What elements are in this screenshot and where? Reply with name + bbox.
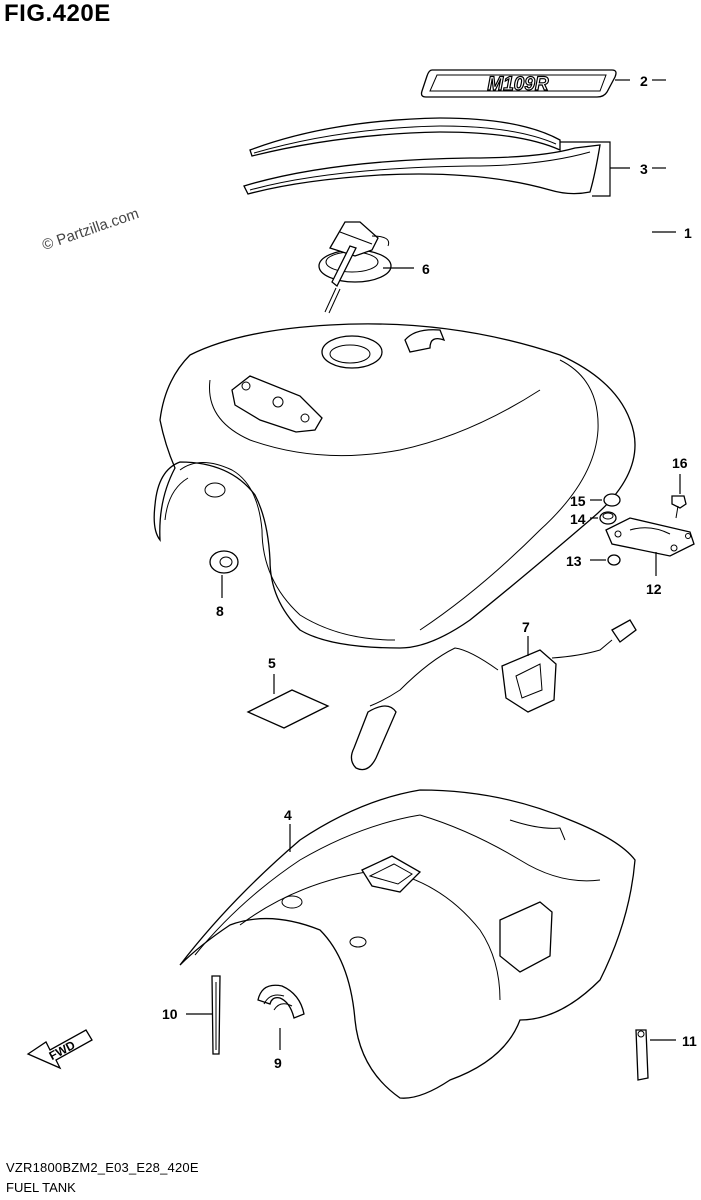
part-strap[interactable]: [635, 1029, 649, 1081]
callout-1[interactable]: 1: [684, 225, 692, 241]
fwd-arrow: FWD: [26, 1029, 93, 1070]
part-label-5[interactable]: [246, 689, 330, 729]
part-insulator[interactable]: [179, 789, 636, 1099]
part-screw-13[interactable]: [607, 554, 621, 566]
callout-2[interactable]: 2: [640, 73, 648, 89]
callout-15[interactable]: 15: [570, 493, 586, 509]
figure-title: FIG.420E: [4, 0, 111, 27]
callout-4[interactable]: 4: [284, 807, 292, 823]
part-stripes[interactable]: [243, 117, 601, 195]
callout-5[interactable]: 5: [268, 655, 276, 671]
callout-11[interactable]: 11: [682, 1033, 697, 1049]
part-fuel-gauge[interactable]: [350, 619, 637, 771]
callout-16[interactable]: 16: [672, 455, 688, 471]
emblem-text: M109R: [487, 74, 549, 95]
callout-10[interactable]: 10: [162, 1006, 178, 1022]
callout-13[interactable]: 13: [566, 553, 582, 569]
callout-7[interactable]: 7: [522, 619, 530, 635]
callout-9[interactable]: 9: [274, 1055, 282, 1071]
part-fuel-cap[interactable]: [318, 221, 392, 314]
part-spacer-14[interactable]: [599, 511, 617, 525]
part-clamp[interactable]: [257, 984, 305, 1019]
part-bolt-16[interactable]: [671, 495, 687, 519]
callout-8[interactable]: 8: [216, 603, 224, 619]
callout-6[interactable]: 6: [422, 261, 430, 277]
part-fuel-tank[interactable]: [153, 323, 636, 649]
part-plate-12[interactable]: [605, 517, 695, 557]
model-code: VZR1800BZM2_E03_E28_420E: [6, 1160, 199, 1175]
callout-14[interactable]: 14: [570, 511, 586, 527]
part-grommet[interactable]: [209, 550, 239, 574]
callout-12[interactable]: 12: [646, 581, 662, 597]
part-cable-tie[interactable]: [211, 975, 221, 1055]
part-cap-15[interactable]: [603, 493, 621, 507]
section-name: FUEL TANK: [6, 1180, 76, 1195]
callout-3[interactable]: 3: [640, 161, 648, 177]
part-emblem[interactable]: M109R: [420, 69, 617, 98]
